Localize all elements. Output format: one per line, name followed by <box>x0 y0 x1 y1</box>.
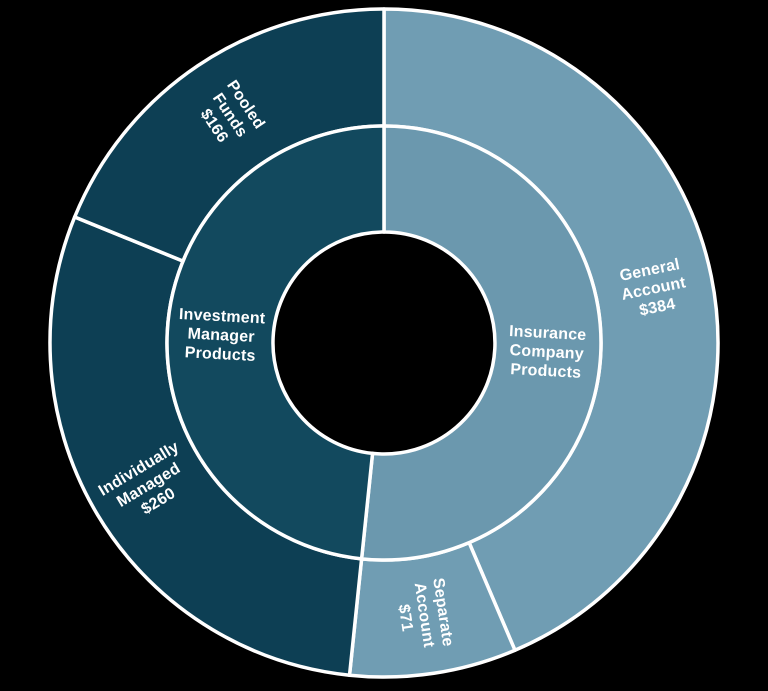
segment-insurance-company-products <box>359 124 603 562</box>
label-insurance-company-products: InsuranceCompanyProducts <box>507 323 587 382</box>
segments-layer <box>48 7 720 679</box>
label-investment-manager-products: InvestmentManagerProducts <box>177 306 267 365</box>
segment-investment-manager-products <box>165 124 386 561</box>
labels-layer: GeneralAccount$384SeparateAccount$71Indi… <box>96 77 688 649</box>
